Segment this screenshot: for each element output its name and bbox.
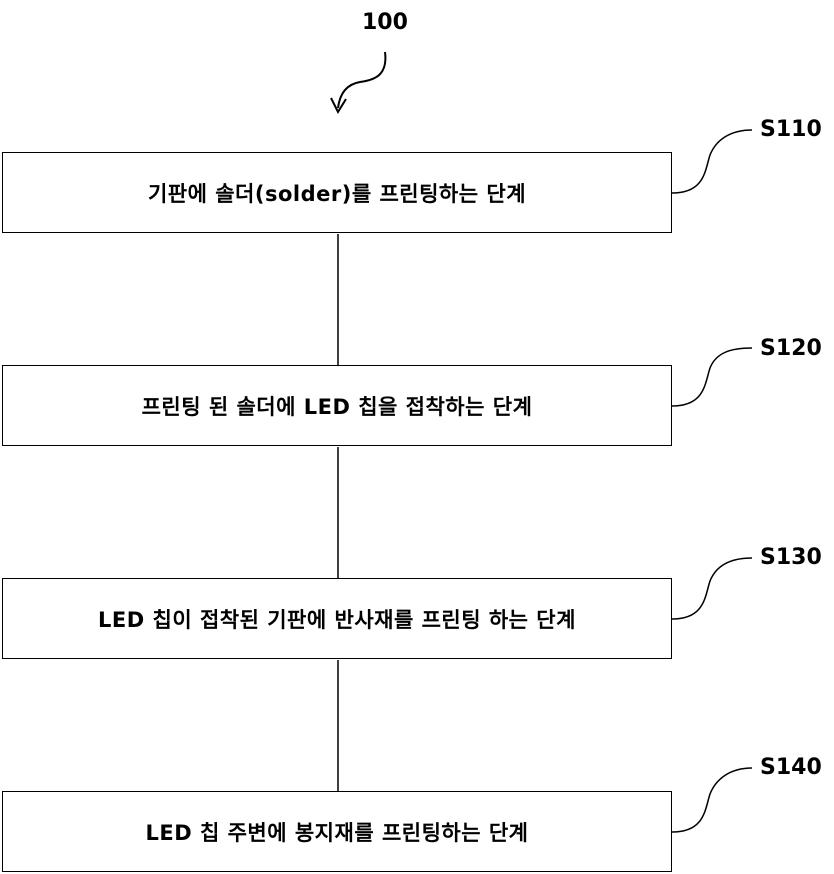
leader-curve-s110 — [672, 130, 752, 193]
reference-arrow — [331, 52, 385, 112]
step-text-s140: LED 칩 주변에 봉지재를 프린팅하는 단계 — [145, 817, 528, 847]
step-id-s140: S140 — [760, 755, 822, 780]
step-id-s110: S110 — [760, 117, 822, 142]
step-text-s130: LED 칩이 접착된 기판에 반사재를 프린팅 하는 단계 — [98, 604, 576, 634]
leader-curve-s130 — [672, 558, 752, 619]
reference-label: 100 — [362, 10, 408, 35]
leader-curve-s120 — [672, 348, 752, 406]
step-box-s120: 프린팅 된 솔더에 LED 칩을 접착하는 단계 — [2, 365, 672, 446]
step-box-s140: LED 칩 주변에 봉지재를 프린팅하는 단계 — [2, 791, 672, 872]
step-text-s110: 기판에 솔더(solder)를 프린팅하는 단계 — [148, 178, 526, 208]
step-text-s120: 프린팅 된 솔더에 LED 칩을 접착하는 단계 — [142, 391, 533, 421]
step-box-s130: LED 칩이 접착된 기판에 반사재를 프린팅 하는 단계 — [2, 578, 672, 659]
step-id-s120: S120 — [760, 336, 822, 361]
leader-curve-s140 — [672, 768, 752, 832]
step-id-s130: S130 — [760, 545, 822, 570]
step-box-s110: 기판에 솔더(solder)를 프린팅하는 단계 — [2, 152, 672, 233]
